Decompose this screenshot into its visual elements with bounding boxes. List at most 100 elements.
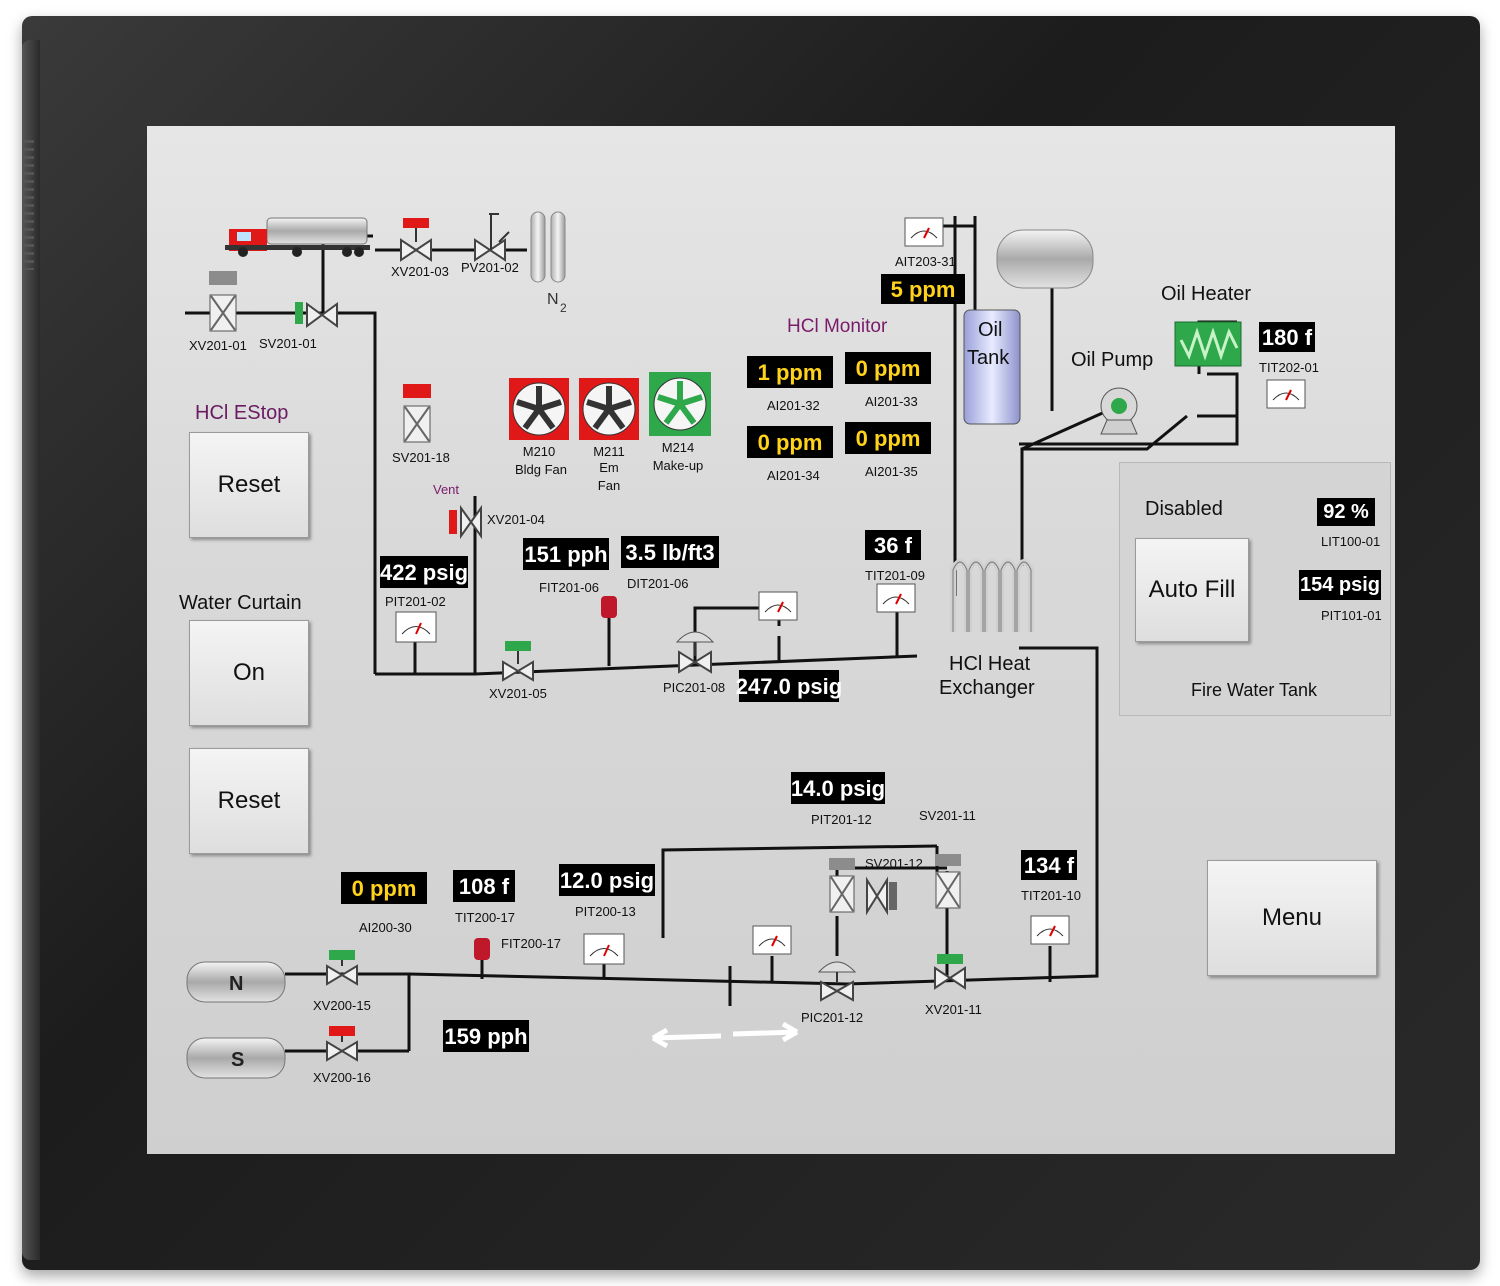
sv201-12-valve-icon[interactable]	[829, 858, 897, 916]
oil-pump-label: Oil Pump	[1071, 349, 1153, 371]
estop-reset-button[interactable]: Reset	[189, 432, 309, 538]
oil-pump-icon[interactable]	[1100, 387, 1138, 435]
svg-text:Fan: Fan	[598, 478, 620, 493]
gauge-pit200-13-icon	[583, 933, 625, 965]
pic201-12-valve-icon[interactable]	[817, 961, 857, 1002]
tit201-10-value: 134 f	[1024, 853, 1075, 878]
fan-m210-icon[interactable]	[509, 378, 569, 440]
truck-icon	[225, 217, 370, 257]
tit200-17-value: 108 f	[459, 874, 510, 899]
xv201-04-valve-icon[interactable]	[449, 504, 482, 540]
ai201-33-tag: AI201-33	[865, 394, 918, 409]
oil-tank-icon[interactable]	[963, 309, 1021, 425]
hcl-estop-title: HCl EStop	[195, 402, 289, 424]
fan-m214-icon[interactable]	[649, 372, 711, 436]
pic201-12-tag: PIC201-12	[801, 1010, 863, 1025]
xv201-11-valve-icon[interactable]	[934, 954, 966, 990]
tank-n-icon[interactable]	[186, 961, 286, 1003]
hmi-screen: N 2 XV201-01 SV201-01 XV201-03 PV201-02	[147, 126, 1395, 1154]
sv201-01-indicator	[295, 302, 303, 324]
pic201-08-tag: PIC201-08	[663, 680, 725, 695]
fan-labels: M210 Bldg Fan M211 Em Fan M214 Make-up	[515, 440, 703, 493]
xv201-05-tag: XV201-05	[489, 686, 547, 701]
value-displays: 5 ppm AIT203-31 180 f TIT202-01 422 psig…	[341, 254, 1319, 1052]
xv201-11-tag: XV201-11	[925, 1002, 982, 1017]
xv201-05-valve-icon[interactable]	[502, 641, 534, 682]
water-curtain-title: Water Curtain	[179, 592, 302, 614]
n2-label: N	[547, 291, 559, 308]
xv200-16-tag: XV200-16	[313, 1070, 371, 1085]
pit201-12-value: 14.0 psig	[791, 776, 885, 801]
auto-fill-button[interactable]: Auto Fill	[1135, 538, 1249, 642]
tit200-17-tag: TIT200-17	[455, 910, 515, 925]
fit201-06-tag: FIT201-06	[539, 580, 599, 595]
sv201-01-tag: SV201-01	[259, 336, 317, 351]
hx-label-2: Exchanger	[939, 677, 1035, 699]
pit201-02-tag: PIT201-02	[385, 594, 446, 609]
hcl-monitor-title: HCl Monitor	[787, 316, 888, 337]
fan-m211-icon[interactable]	[579, 378, 639, 440]
fire-water-tank-title: Fire Water Tank	[1191, 680, 1318, 700]
xv200-15-valve-icon[interactable]	[326, 950, 358, 986]
gauge-ait203-31-icon	[904, 217, 944, 247]
gauge-bottom-mid-icon	[752, 925, 792, 955]
pit101-01-value: 154 psig	[1299, 570, 1381, 600]
ai201-34-tag: AI201-34	[767, 468, 820, 483]
pit201-12-tag: PIT201-12	[811, 812, 872, 827]
pic201-08-value: 247.0 psig	[736, 674, 842, 699]
fit201-06-value: 151 pph	[524, 542, 607, 567]
tit201-09-value: 36 f	[874, 533, 913, 558]
pit101-01-tag: PIT101-01	[1321, 608, 1382, 623]
tit201-10-tag: TIT201-10	[1021, 888, 1081, 903]
flowmeter-fit200-17-icon	[474, 938, 490, 960]
piping	[185, 216, 1239, 1053]
ai201-34-value: 0 ppm	[758, 430, 823, 455]
oil-tank-label-2: Tank	[967, 347, 1010, 369]
sv201-18-valve-icon[interactable]	[403, 384, 431, 443]
pit200-13-value: 12.0 psig	[560, 868, 654, 893]
pic201-08-valve-icon[interactable]	[675, 631, 715, 674]
sv201-01-valve-icon[interactable]	[306, 302, 338, 328]
n2-cylinders-icon	[530, 211, 566, 283]
dit201-06-tag: DIT201-06	[627, 576, 688, 591]
hcl-monitor-readings: 1 ppm AI201-32 0 ppm AI201-33 0 ppm AI20…	[747, 352, 931, 483]
tit202-01-value: 180 f	[1262, 325, 1313, 350]
pit201-02-value: 422 psig	[380, 560, 468, 585]
tank-s-icon[interactable]	[186, 1037, 286, 1079]
flow-bottom-value: 159 pph	[444, 1024, 527, 1049]
flowmeter-fit201-06-icon	[601, 596, 617, 618]
oil-heater-label: Oil Heater	[1161, 283, 1251, 305]
flow-direction-arrows-icon[interactable]	[651, 1021, 799, 1049]
water-curtain-reset-button[interactable]: Reset	[189, 748, 309, 854]
xv201-01-tag: XV201-01	[189, 338, 247, 353]
ai200-30-value: 0 ppm	[352, 876, 417, 901]
tank-s-label: S	[231, 1049, 244, 1071]
water-curtain-on-button[interactable]: On	[189, 620, 309, 726]
sv201-18-tag: SV201-18	[392, 450, 450, 465]
ai201-33-value: 0 ppm	[856, 356, 921, 381]
ait203-31-tag: AIT203-31	[895, 254, 956, 269]
menu-button[interactable]: Menu	[1207, 860, 1377, 976]
svg-text:M214: M214	[662, 440, 695, 455]
bezel-edge	[22, 40, 40, 1260]
overhead-tank-icon	[996, 229, 1094, 289]
sv201-11-valve-icon[interactable]	[935, 854, 961, 909]
hcl-heat-exchanger-icon[interactable]	[947, 559, 1034, 636]
ai201-32-tag: AI201-32	[767, 398, 820, 413]
xv200-16-valve-icon[interactable]	[326, 1026, 358, 1062]
dit201-06-value: 3.5 lb/ft3	[625, 540, 714, 565]
tank-n-label: N	[229, 973, 243, 995]
xv201-01-valve-icon[interactable]	[209, 271, 237, 332]
xv201-04-tag: XV201-04	[487, 512, 545, 527]
svg-text:Make-up: Make-up	[653, 458, 704, 473]
pv201-02-valve-icon[interactable]	[474, 213, 510, 262]
pv201-02-tag: PV201-02	[461, 260, 519, 275]
oil-heater-icon[interactable]	[1174, 321, 1242, 367]
fit200-17-tag: FIT200-17	[501, 936, 561, 951]
hx-label-1: HCl Heat	[949, 653, 1031, 675]
sv201-11-tag: SV201-11	[919, 808, 976, 823]
ai201-32-value: 1 ppm	[758, 360, 823, 385]
ai200-30-tag: AI200-30	[359, 920, 412, 935]
xv201-03-valve-icon[interactable]	[400, 218, 432, 262]
gauge-tit201-10-icon	[1030, 915, 1070, 945]
